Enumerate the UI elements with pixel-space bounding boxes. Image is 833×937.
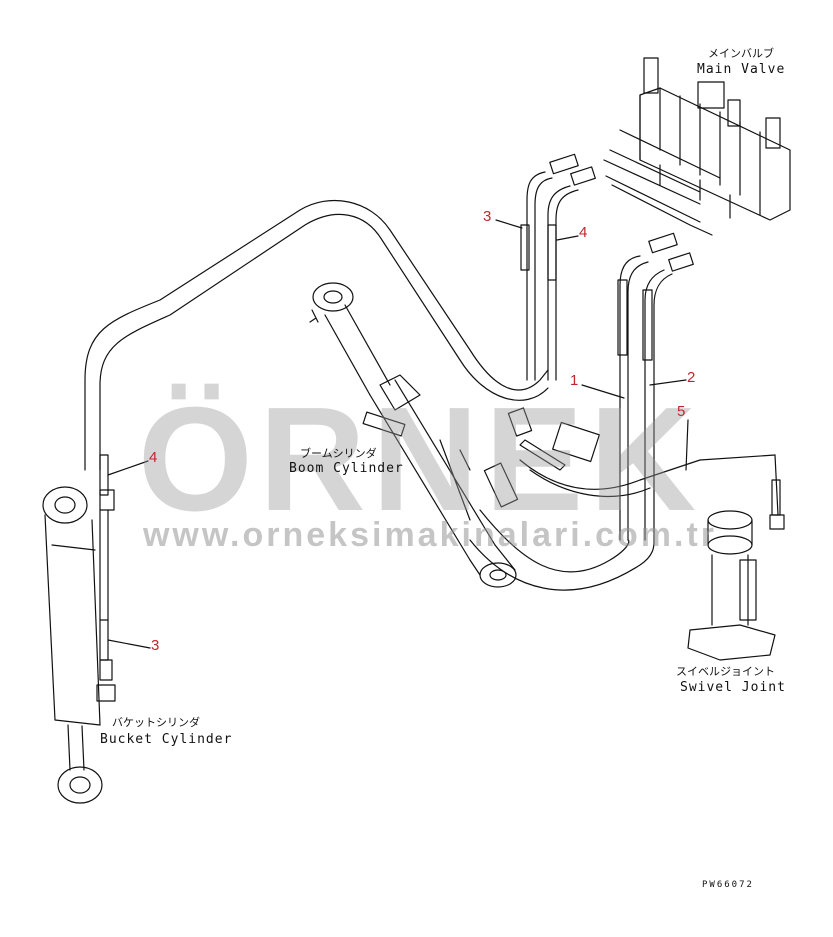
- swivel-joint-label-en: Swivel Joint: [680, 680, 786, 695]
- swivel-joint-label-jp: スイベルジョイント: [676, 665, 775, 678]
- hose-lower-returns: [469, 454, 781, 591]
- drawing-code: PW66072: [702, 880, 754, 890]
- main-valve: [603, 57, 791, 236]
- watermark-brand: ÖRNEK: [137, 377, 703, 542]
- bucket-cylinder-label-jp: バケットシリンダ: [112, 716, 200, 729]
- bucket-cylinder-label-en: Bucket Cylinder: [100, 732, 233, 747]
- swivel-joint: [687, 510, 785, 661]
- callout-4-top: 4: [579, 224, 588, 241]
- hose-loop-left: [84, 199, 549, 471]
- watermark-url: www.orneksimakinalari.com.tr: [142, 516, 718, 554]
- callout-2: 2: [687, 369, 696, 386]
- valve-fittings: [549, 153, 694, 272]
- hose-3-4-upper: [520, 171, 579, 381]
- bucket-cylinder: [42, 454, 116, 804]
- main-valve-label-en: Main Valve: [697, 62, 786, 77]
- boom-cylinder-label-en: Boom Cylinder: [289, 461, 404, 476]
- boom-cylinder-label-jp: ブームシリンダ: [300, 447, 377, 460]
- callout-5: 5: [677, 403, 686, 420]
- callout-3-left: 3: [151, 637, 160, 654]
- callout-4-left: 4: [149, 449, 158, 466]
- hose-1-2: [617, 255, 673, 541]
- leader-lines: [107, 219, 689, 649]
- callout-3-top: 3: [483, 208, 492, 225]
- callout-1: 1: [570, 372, 579, 389]
- main-valve-label-jp: メインバルブ: [708, 47, 774, 60]
- boom-cylinder: [309, 282, 600, 588]
